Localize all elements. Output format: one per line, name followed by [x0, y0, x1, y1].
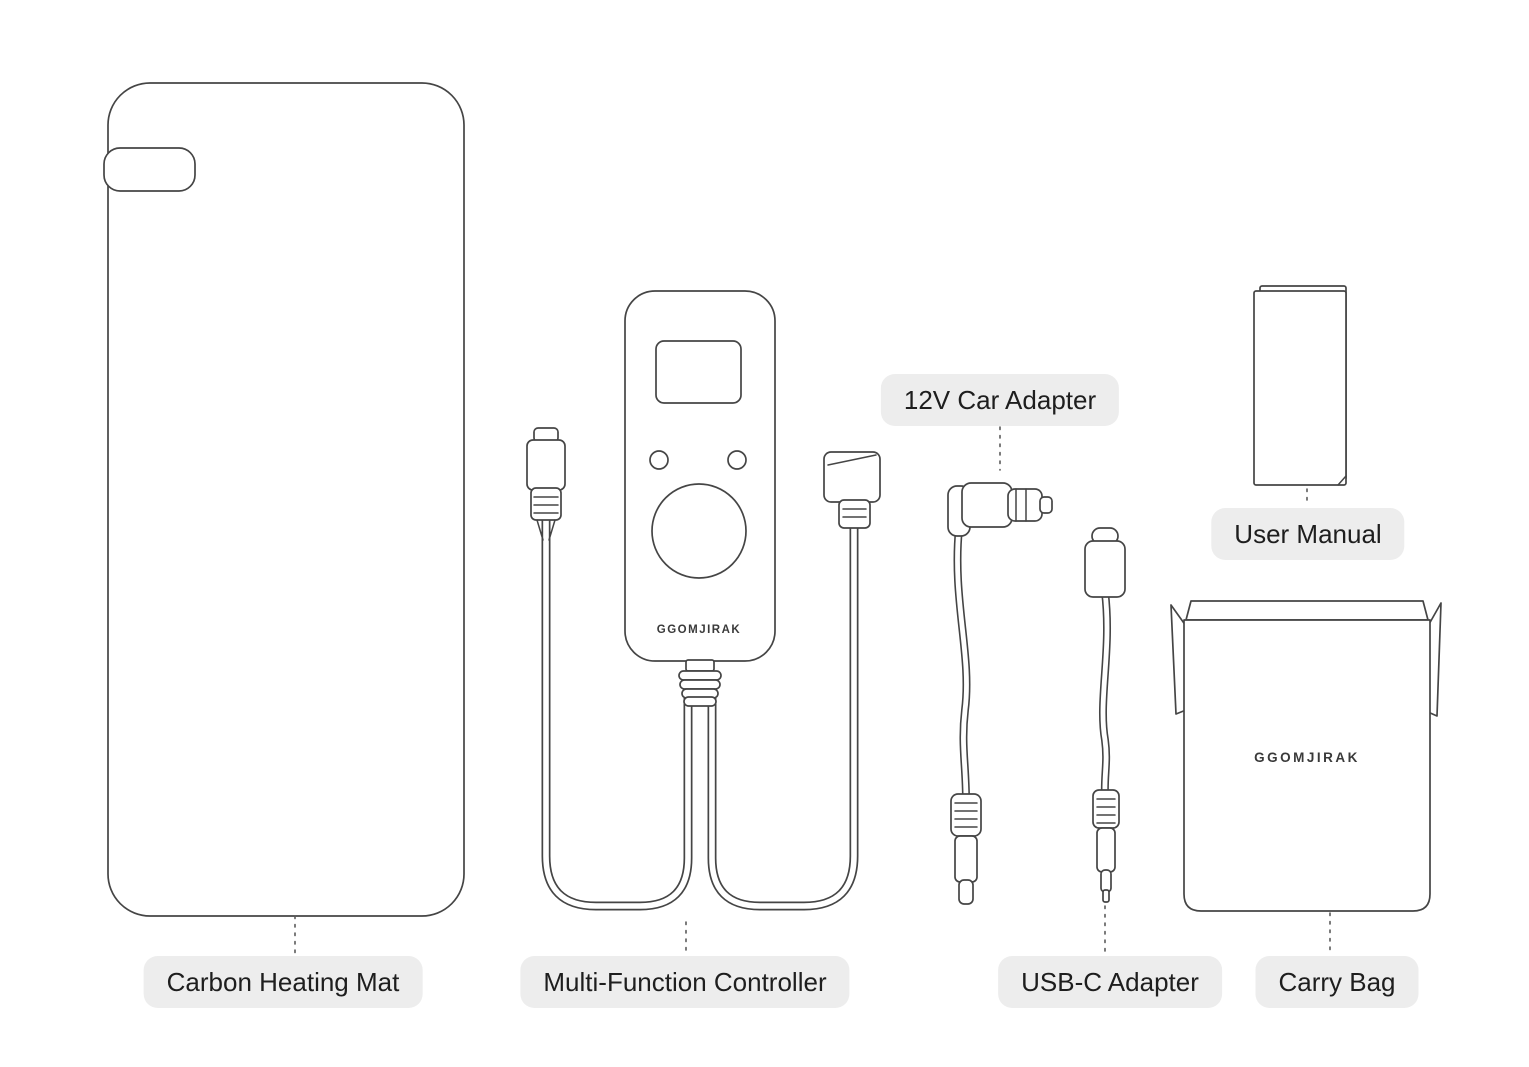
controller-cable-left — [541, 512, 693, 911]
cable-plug-right — [823, 451, 881, 529]
controller-strain-relief — [678, 659, 722, 707]
label-carry-bag: Carry Bag — [1255, 956, 1419, 1008]
usbc-adapter — [1084, 527, 1126, 903]
cable-plug-left — [526, 427, 566, 541]
label-usbc-adapter: USB-C Adapter — [998, 956, 1222, 1008]
carry-bag: GGOMJIRAK — [1170, 600, 1442, 912]
user-manual-booklet — [1253, 285, 1347, 486]
controller-dial — [651, 483, 747, 579]
carry-bag-brand-text: GGOMJIRAK — [1254, 750, 1360, 765]
controller-button-left — [649, 450, 669, 470]
controller-brand-text: GGOMJIRAK — [657, 624, 741, 636]
label-multi-function-controller: Multi-Function Controller — [520, 956, 850, 1008]
usbc-dc-connector — [1092, 789, 1120, 903]
car-adapter — [947, 482, 1053, 905]
heating-mat-outline — [107, 82, 465, 917]
carbon-heating-mat — [103, 82, 465, 917]
label-12v-car-adapter: 12V Car Adapter — [880, 374, 1120, 426]
label-user-manual: User Manual — [1211, 508, 1405, 560]
controller-screen — [655, 340, 742, 404]
car-adapter-plug — [947, 482, 1053, 537]
usbc-plug — [1084, 527, 1126, 598]
label-carbon-heating-mat: Carbon Heating Mat — [143, 956, 423, 1008]
carry-bag-body — [1183, 619, 1431, 912]
car-adapter-cable — [953, 527, 971, 801]
multi-function-controller: GGOMJIRAK — [526, 290, 881, 911]
controller-cable-right — [707, 522, 859, 911]
car-adapter-dc-connector — [950, 793, 982, 905]
usbc-cable — [1098, 591, 1112, 797]
heating-mat-tab — [103, 147, 196, 192]
controller-button-right — [727, 450, 747, 470]
carry-bag-flap — [1185, 600, 1429, 621]
